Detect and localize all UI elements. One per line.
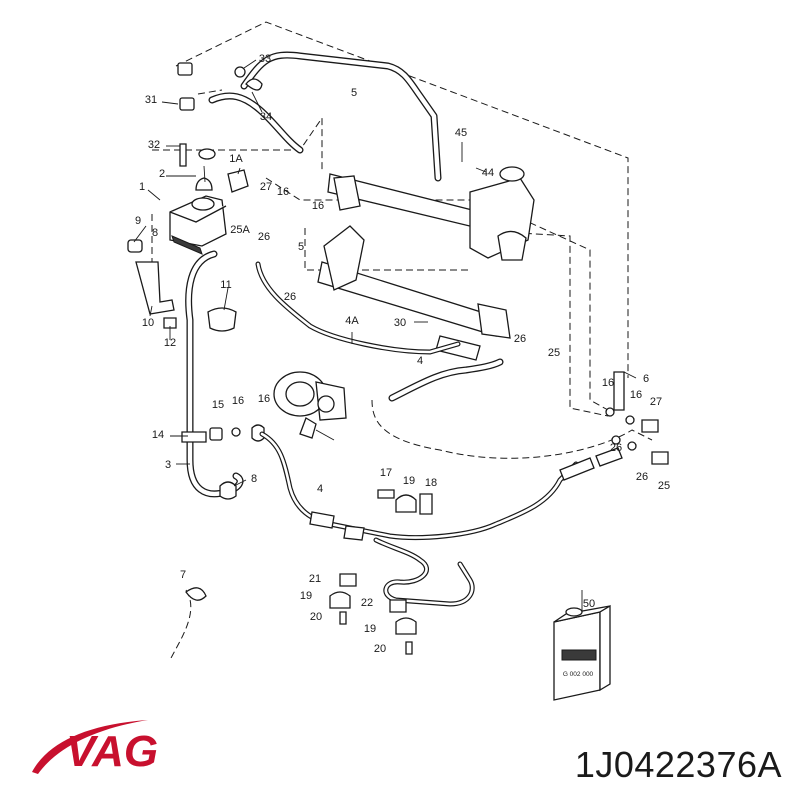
callout-5: 5 [298,241,304,253]
callout-26: 26 [284,291,296,303]
pressure-line-4A [255,261,461,355]
fluid-reservoir [169,143,249,255]
callout-19: 19 [403,475,415,487]
logo-text: VAG [66,727,158,776]
callout-1A: 1A [229,153,243,165]
callout-5: 5 [351,87,357,99]
callout-19: 19 [364,623,376,635]
callout-15: 15 [212,399,224,411]
mounting-bracket [127,239,237,332]
callout-4: 4 [317,483,323,495]
pump-fittings [181,424,265,443]
callout-3: 3 [165,459,171,471]
callout-8: 8 [152,227,158,239]
callout-30: 30 [394,317,406,329]
callout-26: 26 [514,333,526,345]
callout-12: 12 [164,337,176,349]
hose-clamps-top [177,62,263,111]
callout-4A: 4A [345,315,359,327]
callout-16: 16 [630,389,642,401]
callout-21: 21 [309,573,321,585]
part-number: 1J0422376A [574,744,782,785]
callout-27: 27 [650,396,662,408]
callout-8: 8 [251,473,257,485]
callout-11: 11 [220,279,231,291]
callout-10: 10 [142,317,154,329]
callout-2: 2 [159,168,165,180]
callout-20: 20 [374,643,386,655]
callout-19: 19 [300,590,312,602]
steering-rack-upper [327,166,535,261]
pressure-line-4-lower [259,431,579,607]
callout-20: 20 [310,611,322,623]
callout-1: 1 [139,181,145,193]
callout-16: 16 [312,200,324,212]
pressure-hose-4-right [388,358,504,402]
can-label: G 002 000 [563,671,594,678]
brand-logo: VAG [32,720,158,776]
callout-17: 17 [380,467,392,479]
callout-44: 44 [482,167,494,179]
callout-27: 27 [260,181,272,193]
hydraulic-fluid-can: G 002 000 [553,604,611,701]
power-steering-pump [273,371,347,441]
callout-14: 14 [152,429,164,441]
callout-16: 16 [258,393,270,405]
callout-25: 25 [658,480,670,492]
callout-34: 34 [260,111,272,123]
pipe-clips [185,481,433,655]
callout-50: 50 [583,598,595,610]
leader-lines [133,59,637,612]
callout-31: 31 [145,94,157,106]
logo-swoosh [32,720,148,774]
callout-45: 45 [455,127,467,139]
callout-18: 18 [425,477,437,489]
callout-4: 4 [417,355,423,367]
callout-25: 25 [548,347,560,359]
callout-6: 6 [643,373,649,385]
right-side-fittings [559,371,669,481]
callout-32: 32 [148,139,160,151]
suction-hose-3 [185,250,244,498]
callout-26: 26 [636,471,648,483]
callout-16: 16 [602,377,614,389]
callout-25A: 25A [230,224,250,236]
callout-26: 26 [258,231,270,243]
callout-9: 9 [135,215,141,227]
return-hose-5 [208,51,442,182]
callout-33: 33 [259,53,271,65]
dashed-reference-lines [151,21,653,661]
callout-22: 22 [361,597,373,609]
steering-rack-lower [317,225,511,361]
callout-7: 7 [180,569,186,581]
callout-16: 16 [232,395,244,407]
callout-26: 26 [610,442,622,454]
callout-16: 16 [277,186,289,198]
